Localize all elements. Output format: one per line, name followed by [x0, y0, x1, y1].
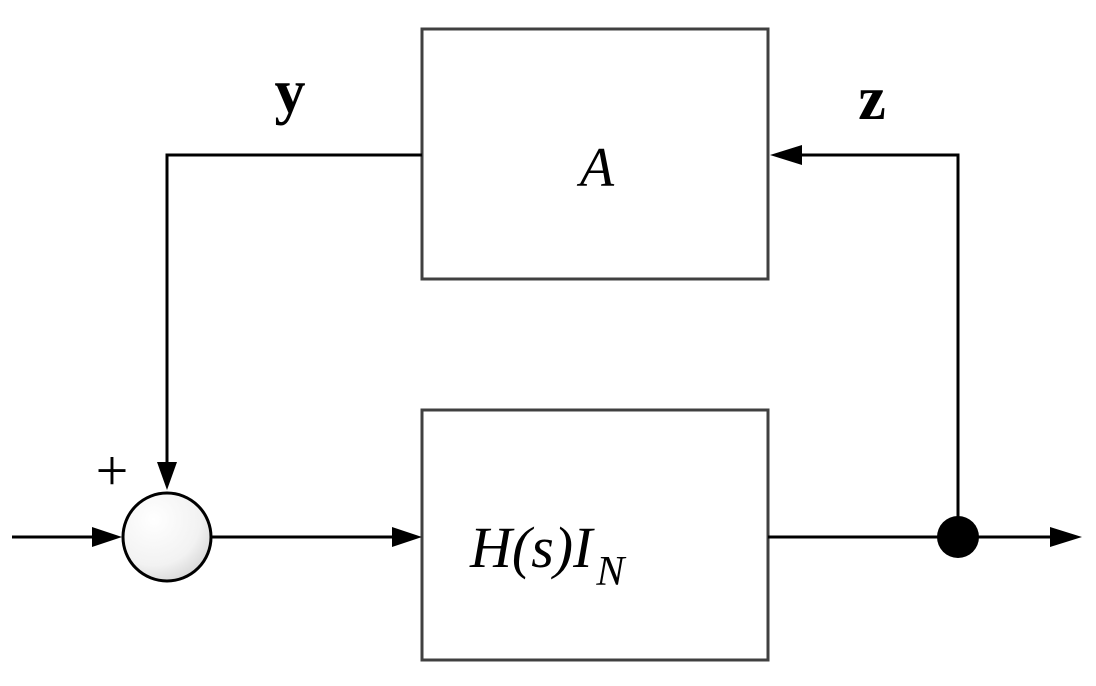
block-a — [420, 27, 770, 281]
input-arrowhead — [92, 527, 122, 547]
output-arrowhead — [1050, 527, 1082, 547]
y-signal-line — [165, 153, 422, 468]
summing-junction — [121, 491, 213, 583]
block-a-label: A — [576, 137, 615, 199]
block-h-main: H(s)I — [469, 515, 595, 580]
plus-sign: + — [96, 438, 129, 503]
z-label: z — [858, 65, 886, 133]
branch-node — [937, 516, 979, 558]
z-arrowhead — [770, 145, 802, 165]
block-h-subscript: N — [595, 549, 626, 595]
sum-to-h-arrowhead — [392, 527, 422, 547]
block-h-label: H(s)IN — [469, 515, 626, 595]
z-signal-line — [798, 153, 960, 537]
block-h — [420, 408, 770, 662]
y-arrowhead — [157, 462, 177, 490]
y-label: y — [275, 58, 306, 126]
